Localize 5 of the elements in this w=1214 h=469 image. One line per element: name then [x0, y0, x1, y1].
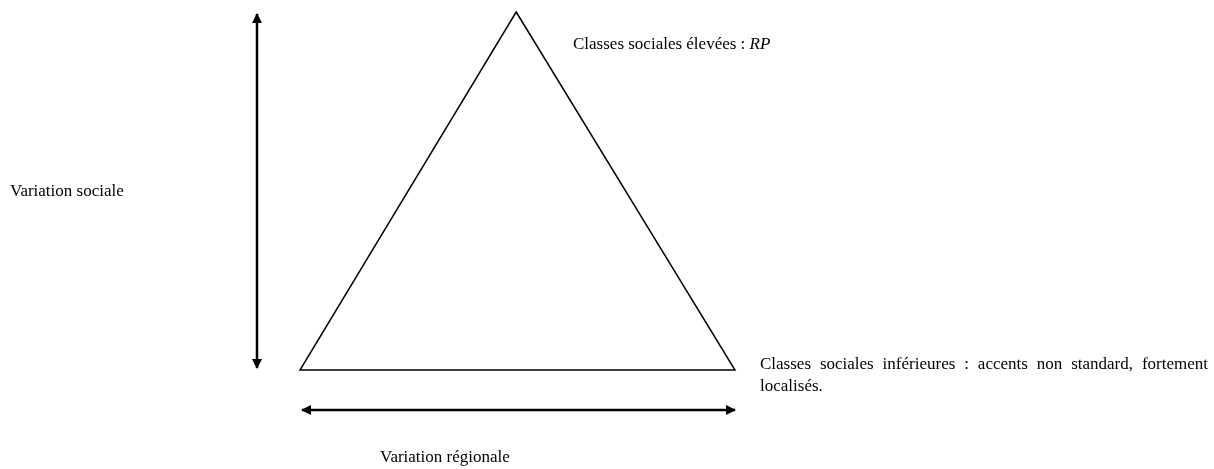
triangle-shape: [298, 10, 737, 371]
axis-label: Variation sociale: [10, 180, 125, 202]
axis-label: Variation régionale: [380, 446, 511, 468]
class-label: Classes sociales inférieures : accents non standard, fortement localisés.: [760, 353, 1208, 397]
class-label: Classes sociales élevées : RP: [573, 33, 772, 55]
